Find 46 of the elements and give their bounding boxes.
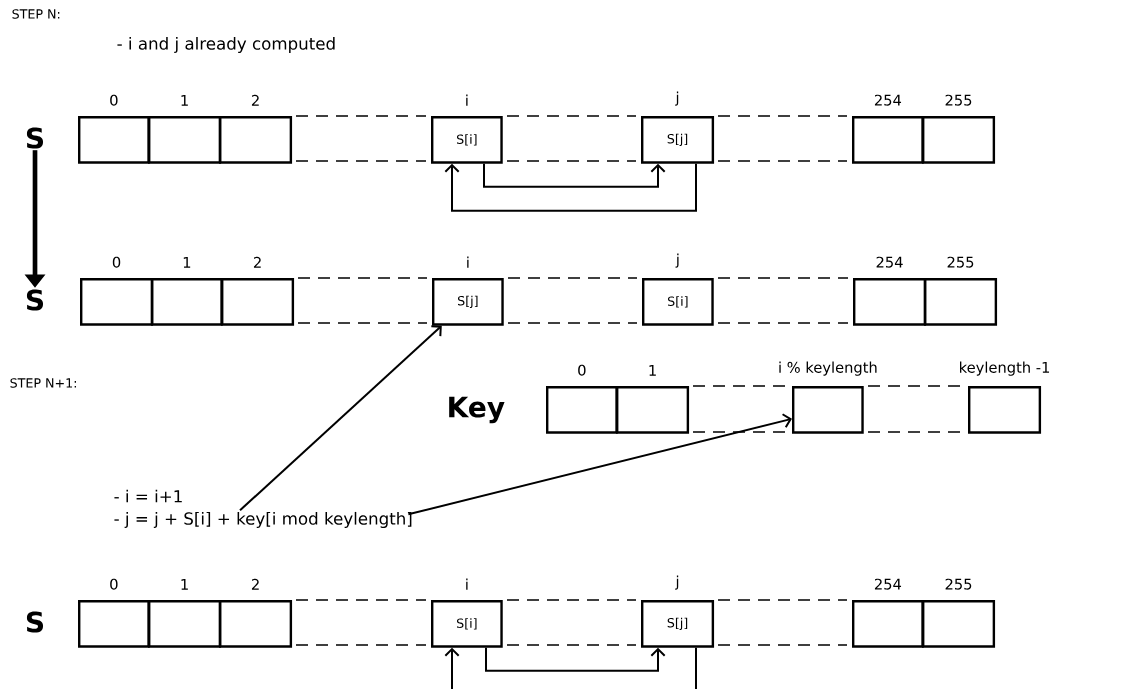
array-cell: S[i]: [431, 600, 503, 648]
array-name: Key: [449, 396, 505, 424]
index-label: 1: [649, 365, 656, 376]
array-cell: S[j]: [641, 116, 715, 164]
index-label: i: [466, 94, 468, 106]
index-label: keylength -1: [960, 361, 1050, 376]
array-cell: S[j]: [432, 278, 504, 326]
swap-arrow: [483, 162, 666, 188]
index-label: i % keylength: [779, 361, 877, 376]
index-label: 254: [874, 94, 902, 106]
formula-text: - i = i+1: [114, 489, 182, 503]
array-name: S: [26, 611, 44, 633]
arrow: [407, 413, 792, 516]
index-label: 254: [874, 578, 902, 590]
array-cell: S[i]: [431, 116, 503, 164]
index-label: 255: [947, 256, 974, 268]
index-label: 254: [876, 256, 903, 268]
step-heading: STEP N:: [12, 9, 60, 19]
index-label: 2: [251, 94, 259, 106]
swap-arrow: [444, 646, 697, 689]
index-label: j: [675, 253, 679, 268]
index-label: 1: [181, 95, 188, 106]
arrow: [239, 325, 442, 512]
index-label: 0: [110, 94, 118, 106]
step-heading: STEP N+1:: [10, 378, 76, 388]
index-label: j: [675, 91, 679, 106]
swap-arrow: [444, 162, 697, 212]
index-label: 1: [183, 257, 191, 268]
index-label: 2: [251, 578, 259, 590]
index-label: 0: [110, 578, 118, 590]
swap-arrow: [485, 646, 666, 672]
array-cell: S[i]: [642, 278, 714, 326]
index-label: i: [466, 578, 468, 590]
formula-text: - j = j + S[i] + key[i mod keylength]: [114, 511, 412, 529]
index-label: 2: [253, 256, 261, 268]
index-label: 255: [945, 94, 972, 106]
index-label: 255: [945, 578, 972, 590]
index-label: 0: [112, 256, 121, 268]
index-label: 1: [181, 579, 188, 590]
index-label: j: [675, 575, 679, 590]
array-name: S: [26, 127, 44, 149]
index-label: i: [467, 256, 469, 268]
array-cell: S[j]: [641, 600, 715, 648]
array-name: S: [26, 289, 44, 311]
note-text: - i and j already computed: [117, 36, 335, 54]
index-label: 0: [578, 364, 586, 376]
